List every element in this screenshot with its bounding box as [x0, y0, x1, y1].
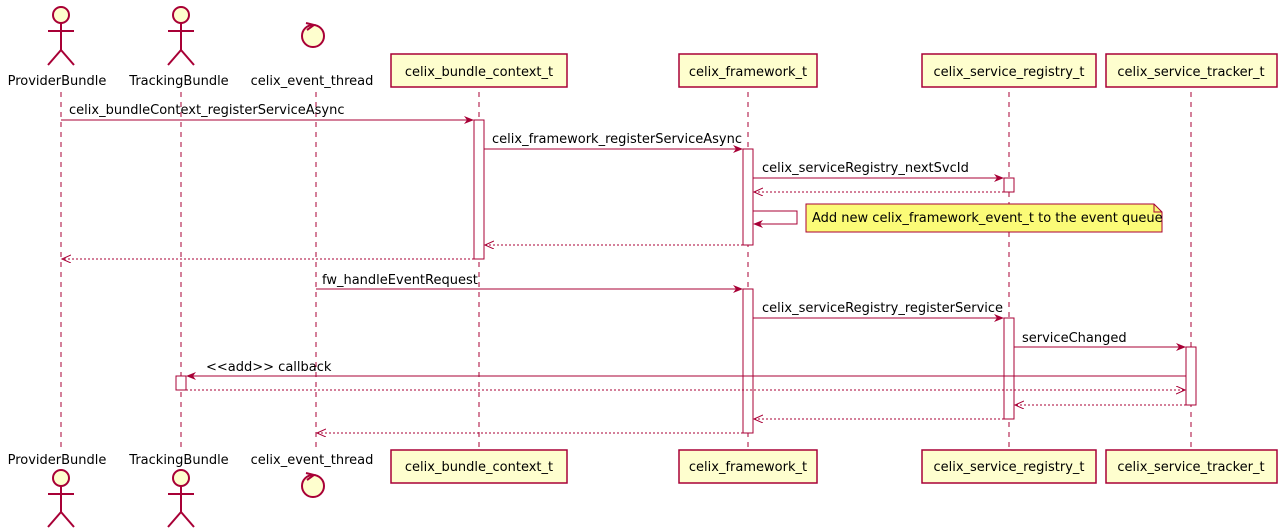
actor-tracking-bundle-bottom [167, 469, 195, 528]
activation-bundle-context [473, 119, 485, 260]
activation-framework-2 [742, 288, 754, 434]
activation-service-registry-1 [1003, 177, 1015, 193]
participant-label-service-registry-top: celix_service_registry_t [933, 65, 1084, 80]
participant-bundle-context-top: celix_bundle_context_t [390, 53, 568, 88]
actor-provider-bundle-bottom [47, 469, 75, 528]
message-label-handle-event-request: fw_handleEventRequest [322, 273, 478, 288]
message-label-add-callback: <<add>> callback [206, 360, 332, 375]
participant-label-provider-bundle-bottom: ProviderBundle [8, 453, 107, 468]
activation-tracking-bundle [175, 375, 187, 391]
participant-label-event-thread-bottom: celix_event_thread [251, 453, 374, 468]
activation-service-registry-2 [1003, 317, 1015, 420]
participant-label-tracking-bundle-bottom: TrackingBundle [128, 453, 228, 468]
activation-service-tracker [1185, 346, 1197, 406]
activation-framework-1 [742, 148, 754, 246]
participant-label-tracking-bundle-top: TrackingBundle [128, 74, 228, 89]
participant-label-framework-top: celix_framework_t [689, 65, 807, 80]
participant-label-bundle-context-bottom: celix_bundle_context_t [405, 460, 553, 475]
control-icon-event-thread-bottom [301, 472, 325, 498]
message-label-register-service: celix_serviceRegistry_registerService [762, 301, 1003, 316]
participant-service-registry-bottom: celix_service_registry_t [921, 449, 1097, 484]
participant-service-tracker-top: celix_service_tracker_t [1105, 53, 1278, 88]
message-label-register-service-async: celix_bundleContext_registerServiceAsync [69, 103, 345, 118]
message-label-service-changed: serviceChanged [1022, 331, 1127, 346]
participant-label-service-tracker-top: celix_service_tracker_t [1117, 65, 1264, 80]
self-message-arrow-framework [753, 210, 798, 228]
participant-service-registry-top: celix_service_registry_t [921, 53, 1097, 88]
control-icon-event-thread-top [301, 22, 325, 48]
participant-bundle-context-bottom: celix_bundle_context_t [390, 449, 568, 484]
participant-label-service-tracker-bottom: celix_service_tracker_t [1117, 460, 1264, 475]
participant-framework-bottom: celix_framework_t [678, 449, 818, 484]
message-label-framework-register-service-async: celix_framework_registerServiceAsync [492, 132, 742, 147]
participant-label-framework-bottom: celix_framework_t [689, 460, 807, 475]
note-text-event-queue: Add new celix_framework_event_t to the e… [812, 211, 1163, 226]
message-label-next-svc-id: celix_serviceRegistry_nextSvcId [762, 161, 969, 176]
participant-label-provider-bundle-top: ProviderBundle [8, 74, 107, 89]
actor-tracking-bundle-top [167, 6, 195, 66]
participant-label-event-thread-top: celix_event_thread [251, 74, 374, 89]
participant-label-bundle-context-top: celix_bundle_context_t [405, 65, 553, 80]
participant-framework-top: celix_framework_t [678, 53, 818, 88]
participant-service-tracker-bottom: celix_service_tracker_t [1105, 449, 1278, 484]
actor-provider-bundle-top [47, 6, 75, 66]
participant-label-service-registry-bottom: celix_service_registry_t [933, 460, 1084, 475]
note-event-queue: Add new celix_framework_event_t to the e… [805, 203, 1163, 233]
